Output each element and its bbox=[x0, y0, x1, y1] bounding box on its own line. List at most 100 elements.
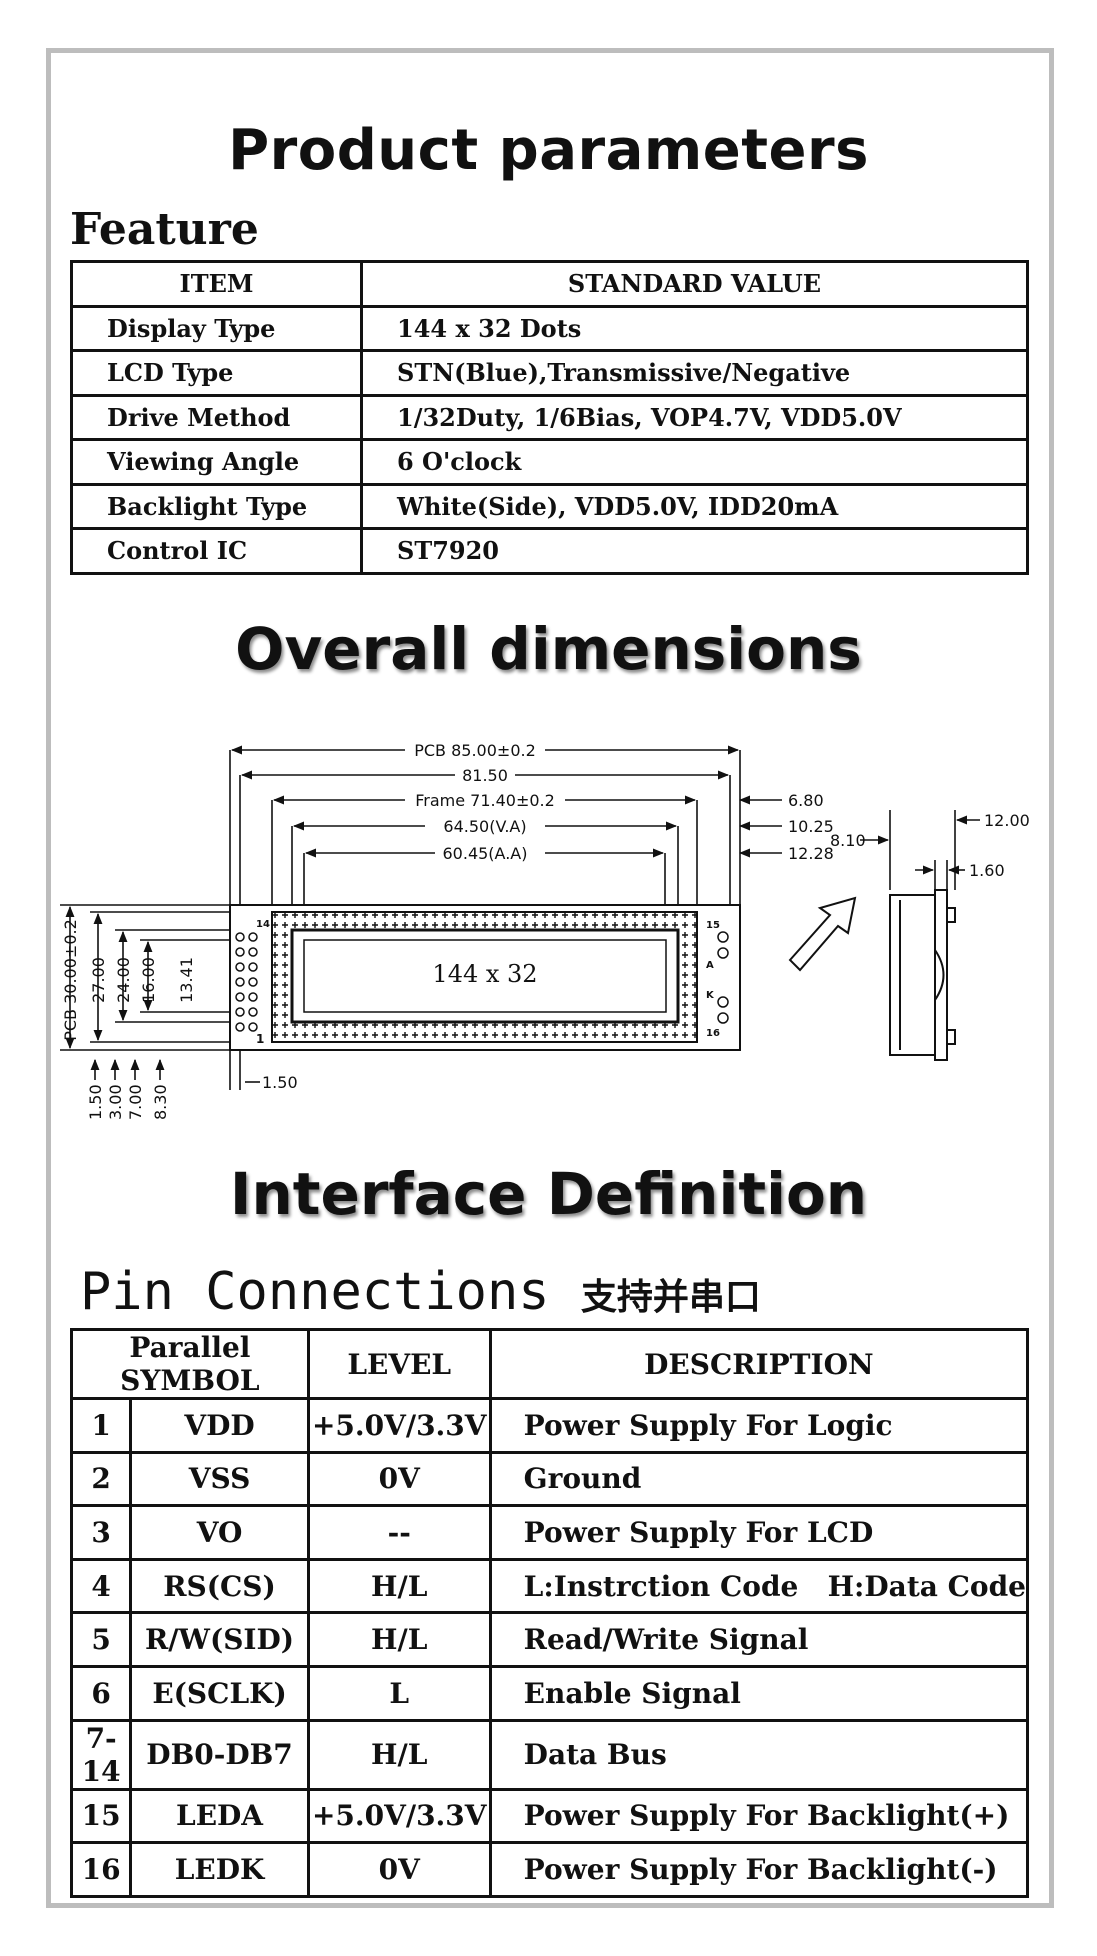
description-header: DESCRIPTION bbox=[488, 1328, 1030, 1400]
pin-header-row: Parallel SYMBOL LEVEL DESCRIPTION bbox=[70, 1328, 1030, 1400]
pin-14-label: 14 bbox=[256, 919, 270, 930]
feature-value: White(Side), VDD5.0V, IDD20mA bbox=[360, 482, 1029, 530]
feature-value: ST7920 bbox=[360, 527, 1029, 575]
dim-10-25: 10.25 bbox=[788, 817, 834, 836]
interface-definition-title: Interface Definition bbox=[229, 1160, 868, 1228]
pin-a-label: A bbox=[706, 960, 714, 971]
side-dimension-lines bbox=[860, 810, 980, 890]
left-pin-header bbox=[235, 932, 258, 1032]
feature-item: Viewing Angle bbox=[70, 438, 363, 486]
pin-description: Ground bbox=[488, 1450, 1030, 1508]
pin-description: Power Supply For LCD bbox=[488, 1504, 1030, 1561]
side-12-00: 12.00 bbox=[984, 811, 1030, 830]
pin-1-label: 1 bbox=[256, 1032, 264, 1046]
feature-value: 6 O'clock bbox=[360, 438, 1029, 486]
pin-symbol: VO bbox=[129, 1504, 310, 1561]
pin-description: Read/Write Signal bbox=[488, 1611, 1030, 1668]
view-arrow-icon bbox=[788, 896, 857, 972]
aa-width-label: 60.45(A.A) bbox=[443, 844, 528, 863]
pin-number: 7-14 bbox=[69, 1718, 133, 1791]
pin-level: H/L bbox=[306, 1611, 492, 1668]
side-1-60: 1.60 bbox=[969, 861, 1005, 880]
pin-description: Data Bus bbox=[488, 1718, 1030, 1791]
pin-number: 15 bbox=[69, 1787, 133, 1845]
dim-12-28: 12.28 bbox=[788, 844, 834, 863]
height-27-label: 27.00 bbox=[89, 957, 108, 1003]
bottom-3-00: 3.00 bbox=[106, 1084, 125, 1120]
dim-6-80: 6.80 bbox=[788, 791, 824, 810]
pin-symbol: DB0-DB7 bbox=[129, 1718, 310, 1791]
feature-heading: Feature bbox=[70, 204, 259, 255]
pin-description: Power Supply For Backlight(-) bbox=[488, 1841, 1030, 1898]
pin-connections-heading: Pin Connections 支持并串口 bbox=[80, 1262, 761, 1322]
pin-description: Enable Signal bbox=[488, 1664, 1030, 1722]
side-8-10: 8.10 bbox=[830, 831, 866, 850]
product-parameters-title: Product parameters bbox=[228, 118, 869, 183]
left-1-50-label: 1.50 bbox=[262, 1073, 298, 1092]
pin-connections-cn: 支持并串口 bbox=[580, 1277, 761, 1318]
pin-16-label: 16 bbox=[706, 1028, 720, 1039]
pin-symbol: VSS bbox=[129, 1450, 310, 1508]
right-pin-header bbox=[717, 931, 729, 1024]
feature-value: 144 x 32 Dots bbox=[360, 304, 1029, 352]
feature-item: Backlight Type bbox=[70, 482, 363, 530]
pin-number: 6 bbox=[69, 1664, 133, 1722]
pin-symbol: VDD bbox=[129, 1397, 310, 1454]
pin-level: H/L bbox=[306, 1718, 492, 1791]
pin-description: L:Instrction Code H:Data Code bbox=[488, 1557, 1030, 1615]
pin-number: 3 bbox=[69, 1504, 133, 1561]
pin-symbol: E(SCLK) bbox=[129, 1664, 310, 1722]
pin-level: +5.0V/3.3V bbox=[306, 1787, 492, 1845]
pin-symbol: LEDK bbox=[129, 1841, 310, 1898]
left-dimension-lines bbox=[60, 904, 260, 1090]
dimension-drawing: PCB 85.00±0.2 81.50 Frame 71.40±0.2 64.5… bbox=[60, 740, 1030, 1120]
height-16-label: 16.00 bbox=[139, 957, 158, 1003]
pin-level: L bbox=[306, 1664, 492, 1722]
feature-item: Display Type bbox=[70, 304, 363, 352]
standard-value-header: STANDARD VALUE bbox=[360, 260, 1029, 308]
height-13-41-label: 13.41 bbox=[177, 957, 196, 1003]
feature-item: Drive Method bbox=[70, 393, 363, 441]
pin-15-label: 15 bbox=[706, 920, 720, 931]
side-view bbox=[889, 889, 956, 1061]
feature-item: LCD Type bbox=[70, 349, 363, 397]
symbol-header: Parallel SYMBOL bbox=[70, 1328, 310, 1400]
pin-number: 1 bbox=[69, 1397, 133, 1454]
pin-connections-text: Pin Connections bbox=[80, 1262, 550, 1322]
overall-dimensions-title: Overall dimensions bbox=[235, 615, 862, 683]
screen-text: 144 x 32 bbox=[432, 960, 537, 988]
pin-symbol: R/W(SID) bbox=[129, 1611, 310, 1668]
frame-width-label: Frame 71.40±0.2 bbox=[415, 791, 555, 810]
pin-level: -- bbox=[306, 1504, 492, 1561]
pin-number: 2 bbox=[69, 1450, 133, 1508]
top-dimension-labels: PCB 85.00±0.2 81.50 Frame 71.40±0.2 64.5… bbox=[405, 740, 834, 863]
pin-number: 5 bbox=[69, 1611, 133, 1668]
bottom-1-50: 1.50 bbox=[86, 1084, 105, 1120]
pin-level: H/L bbox=[306, 1557, 492, 1615]
width-81-label: 81.50 bbox=[462, 766, 508, 785]
pin-level: 0V bbox=[306, 1841, 492, 1898]
pin-number: 4 bbox=[69, 1557, 133, 1615]
bottom-7-00: 7.00 bbox=[126, 1084, 145, 1120]
pin-level: +5.0V/3.3V bbox=[306, 1397, 492, 1454]
feature-value: STN(Blue),Transmissive/Negative bbox=[360, 349, 1029, 397]
level-header: LEVEL bbox=[306, 1328, 492, 1400]
pin-symbol: LEDA bbox=[129, 1787, 310, 1845]
pin-number: 16 bbox=[69, 1841, 133, 1898]
height-24-label: 24.00 bbox=[114, 957, 133, 1003]
item-header: ITEM bbox=[70, 260, 363, 308]
